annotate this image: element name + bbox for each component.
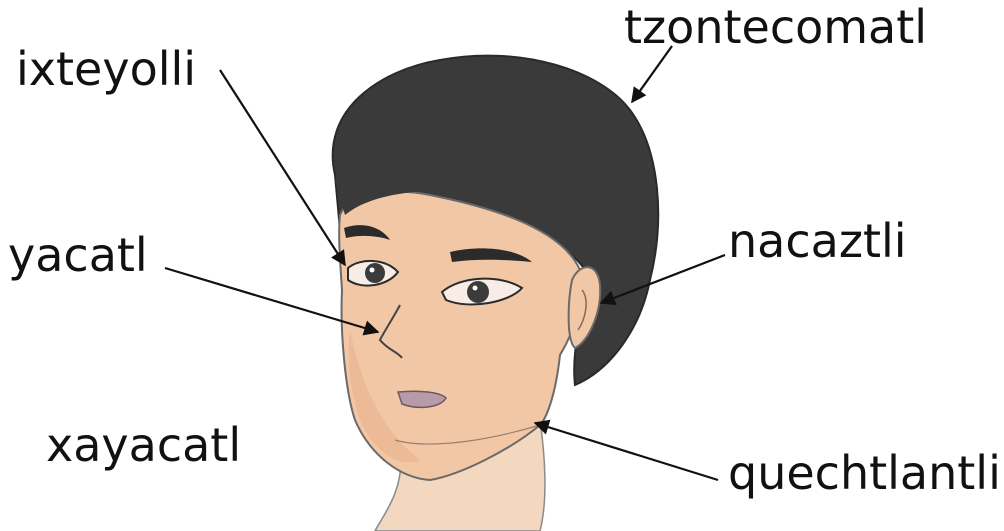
label-ixteyolli: ixteyolli (16, 46, 196, 92)
label-tzontecomatl: tzontecomatl (624, 4, 927, 50)
arrow-ixteyolli (220, 70, 345, 265)
label-xayacatl: xayacatl (46, 422, 241, 468)
label-quechtlantli: quechtlantli (728, 450, 1001, 496)
arrow-tzontecomatl (632, 46, 672, 102)
label-yacatl: yacatl (8, 232, 148, 278)
arrow-quechtlantli (535, 423, 718, 480)
label-nacaztli: nacaztli (728, 218, 907, 264)
